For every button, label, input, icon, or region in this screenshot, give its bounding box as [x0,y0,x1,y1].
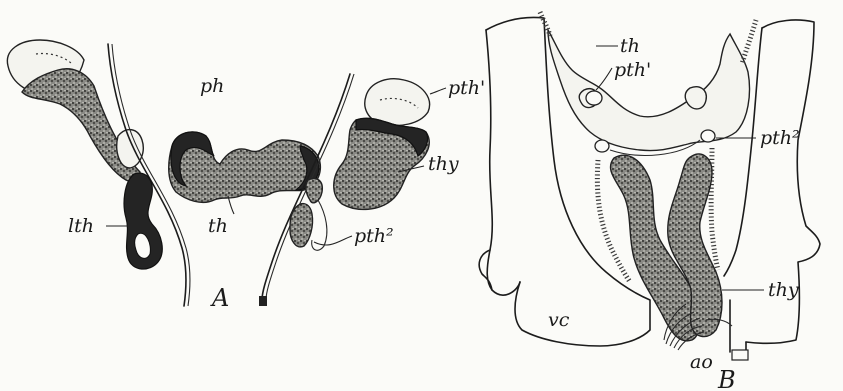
b-label-th: th [620,35,640,57]
b-pth1-ring [586,91,602,105]
figure-b: th pth' pth² thy vc ao B [479,12,820,391]
figure-a: ph th lth pth' thy pth² A [7,40,485,312]
a-label-th: th [208,215,228,237]
b-vc-notch [479,250,492,290]
b-label-pth2: pth² [760,127,800,149]
a-label-ph: ph [200,75,224,97]
b-tube-top-right [742,20,756,64]
a-parathyroid-lower-gland [290,204,313,247]
a-pth1-leader [430,88,446,94]
a-parathyroid-lower-strand [306,179,322,203]
b-pth1-leader [596,68,612,90]
b-label-pth1: pth' [614,59,651,81]
a-panel-letter: A [210,284,229,312]
b-panel-letter: B [717,366,736,391]
a-label-lth: lth [68,215,94,237]
a-pth2-thin-loop [312,200,327,250]
b-pth2-ring-right [701,130,715,142]
a-left-pale-loop [117,130,144,168]
a-th-leader [228,196,234,214]
a-label-pth1: pth' [448,77,485,99]
a-nerve-end-cap [259,296,267,306]
b-right-stub-cap [732,350,748,360]
a-label-thy: thy [428,153,459,175]
a-pth2-leader [314,236,352,245]
b-label-vc: vc [548,309,570,331]
b-left-outer-edge [486,30,520,295]
b-pth2-ring-left [595,140,609,152]
b-label-ao: ao [690,351,713,373]
a-label-pth2: pth² [354,225,394,247]
b-thyroid-band [548,30,750,151]
b-right-bottom-stub [730,300,746,352]
b-label-thy: thy [768,279,799,301]
